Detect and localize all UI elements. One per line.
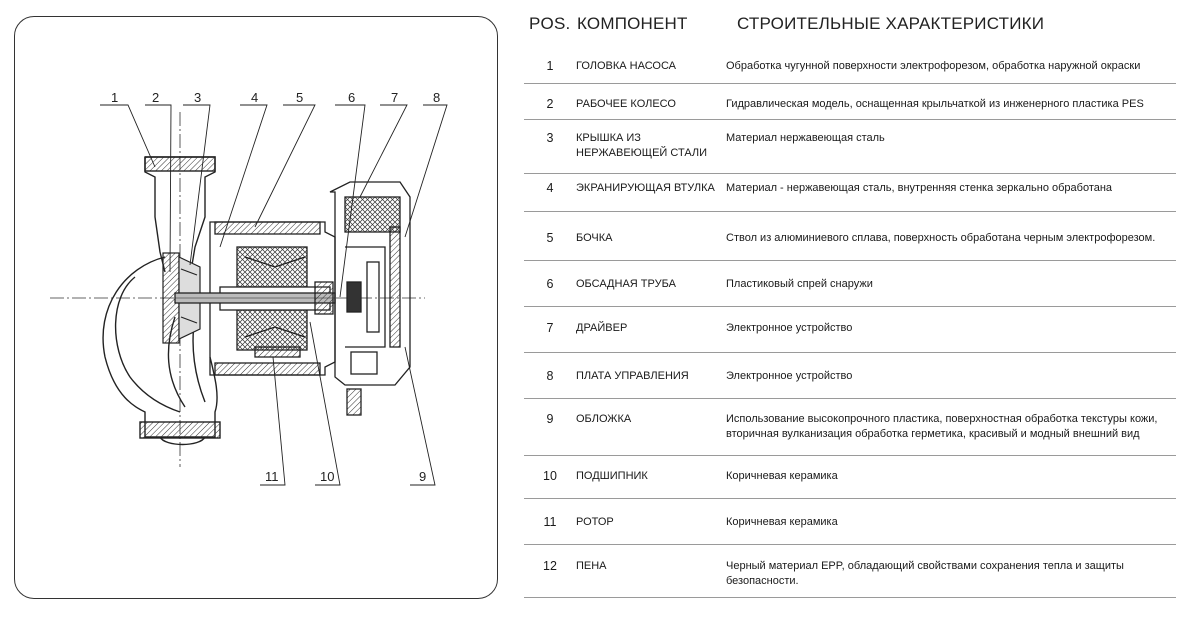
row-divider bbox=[524, 544, 1176, 545]
row-spec: Коричневая керамика bbox=[726, 470, 838, 482]
row-pos: 4 bbox=[546, 181, 554, 195]
row-divider bbox=[524, 119, 1176, 120]
row-component: ЭКРАНИРУЮЩАЯ ВТУЛКА bbox=[576, 182, 715, 194]
pump-cross-section-drawing: 1 2 3 4 5 6 7 8 11 10 9 bbox=[14, 16, 498, 599]
row-component: РОТОР bbox=[576, 516, 614, 528]
callout-11: 11 bbox=[265, 469, 279, 484]
row-component: ПЕНА bbox=[576, 560, 607, 572]
row-spec: Черный материал EPP, обладающий свойства… bbox=[726, 560, 1124, 587]
row-spec: Материал нержавеющая сталь bbox=[726, 132, 885, 144]
row-pos: 9 bbox=[546, 412, 554, 426]
pump-diagram-svg: 1 2 3 4 5 6 7 8 11 10 9 bbox=[50, 90, 448, 486]
row-pos: 5 bbox=[546, 231, 554, 245]
row-component: РАБОЧЕЕ КОЛЕСО bbox=[576, 98, 676, 110]
row-component: БОЧКА bbox=[576, 232, 613, 244]
row-pos: 12 bbox=[543, 559, 557, 573]
row-divider bbox=[524, 211, 1176, 212]
header-spec: СТРОИТЕЛЬНЫЕ ХАРАКТЕРИСТИКИ bbox=[737, 14, 1045, 33]
row-component: ГОЛОВКА НАСОСА bbox=[576, 60, 677, 72]
callout-3: 3 bbox=[194, 90, 201, 105]
row-pos: 3 bbox=[546, 131, 554, 145]
row-component: КРЫШКА ИЗ НЕРЖАВЕЮЩЕЙ СТАЛИ bbox=[576, 132, 708, 159]
row-divider bbox=[524, 352, 1176, 353]
row-spec: Ствол из алюминиевого сплава, поверхност… bbox=[726, 232, 1156, 244]
callout-4: 4 bbox=[251, 90, 258, 105]
row-spec: Электронное устройство bbox=[726, 322, 853, 334]
row-pos: 2 bbox=[546, 97, 554, 111]
row-divider bbox=[524, 597, 1176, 598]
row-spec: Обработка чугунной поверхности электрофо… bbox=[726, 60, 1141, 72]
callout-5: 5 bbox=[296, 90, 303, 105]
row-spec: Использование высокопрочного пластика, п… bbox=[726, 413, 1158, 440]
callout-1: 1 bbox=[111, 90, 118, 105]
row-pos: 7 bbox=[546, 321, 554, 335]
row-spec: Коричневая керамика bbox=[726, 516, 838, 528]
row-divider bbox=[524, 173, 1176, 174]
row-pos: 6 bbox=[546, 277, 554, 291]
row-component: ПЛАТА УПРАВЛЕНИЯ bbox=[576, 370, 689, 382]
control-box bbox=[329, 181, 411, 416]
row-spec: Гидравлическая модель, оснащенная крыльч… bbox=[726, 98, 1144, 110]
row-component: ДРАЙВЕР bbox=[576, 322, 628, 334]
row-divider bbox=[524, 83, 1176, 84]
row-spec: Пластиковый спрей снаружи bbox=[726, 278, 873, 290]
row-component: ПОДШИПНИК bbox=[576, 470, 648, 482]
row-pos: 10 bbox=[543, 469, 557, 483]
row-component: ОБЛОЖКА bbox=[576, 413, 632, 425]
top-callout-numbers: 1 2 3 4 5 6 7 8 bbox=[111, 90, 440, 105]
row-divider bbox=[524, 306, 1176, 307]
callout-6: 6 bbox=[348, 90, 355, 105]
row-pos: 8 bbox=[546, 369, 554, 383]
callout-8: 8 bbox=[433, 90, 440, 105]
bottom-callout-numbers: 11 10 9 bbox=[265, 469, 426, 484]
callout-10: 10 bbox=[320, 469, 334, 484]
row-divider bbox=[524, 455, 1176, 456]
callout-7: 7 bbox=[391, 90, 398, 105]
row-divider bbox=[524, 260, 1176, 261]
row-pos: 1 bbox=[546, 59, 554, 73]
callout-9: 9 bbox=[419, 469, 426, 484]
row-divider bbox=[524, 398, 1176, 399]
row-divider bbox=[524, 498, 1176, 499]
row-component: ОБСАДНАЯ ТРУБА bbox=[576, 278, 676, 290]
row-spec: Материал - нержавеющая сталь, внутренняя… bbox=[726, 182, 1113, 194]
callout-2: 2 bbox=[152, 90, 159, 105]
row-spec: Электронное устройство bbox=[726, 370, 853, 382]
top-callout-leaders bbox=[100, 104, 448, 298]
header-component: КОМПОНЕНТ bbox=[577, 14, 688, 33]
header-pos: POS. bbox=[529, 14, 571, 33]
row-pos: 11 bbox=[543, 515, 557, 529]
bottom-callout-leaders bbox=[260, 321, 436, 486]
motor-housing bbox=[174, 221, 336, 376]
